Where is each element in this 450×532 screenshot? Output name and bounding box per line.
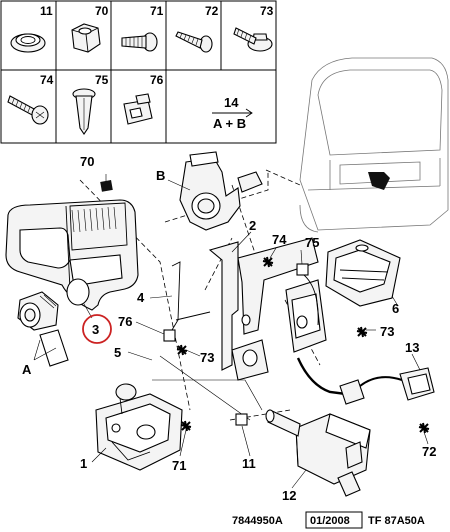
callout-74: 74 (272, 232, 287, 247)
highlight-circle (82, 314, 112, 344)
leader-lines (33, 174, 429, 489)
cell-label-74: 74 (40, 73, 54, 87)
kit-note-number: 14 (224, 95, 239, 110)
cell-label-72: 72 (205, 4, 219, 18)
cell-label-70: 70 (95, 4, 109, 18)
grommet-11-marker (235, 413, 248, 426)
fastener-star-73a (356, 326, 368, 338)
cell-label-75: 75 (95, 73, 109, 87)
footer-date-box (305, 511, 363, 529)
switch-housing (325, 239, 401, 307)
fastener-star-72 (418, 422, 430, 434)
flange-bolt-icon (233, 27, 273, 52)
actuator-motor (265, 409, 371, 497)
cell-label-11: 11 (40, 4, 53, 18)
clip-76-marker (163, 329, 176, 342)
cell-label-71: 71 (150, 4, 164, 18)
fastener-star-71 (180, 420, 192, 432)
cable-clip-icon (123, 93, 153, 125)
callout-72: 72 (422, 444, 436, 459)
callout-12: 12 (282, 488, 296, 503)
callout-13: 13 (405, 340, 419, 355)
callout-A: A (22, 362, 32, 377)
lock-body (95, 383, 183, 471)
callout-4: 4 (137, 290, 145, 305)
latch-location-marker (368, 172, 390, 190)
cell-label-76: 76 (150, 73, 164, 87)
nut-70-marker (100, 180, 113, 192)
fastener-star-74 (262, 256, 274, 268)
connecting-rod (171, 261, 211, 331)
footer-date: 01/2008 (310, 515, 350, 527)
callout-11: 11 (242, 456, 256, 471)
callout-76: 76 (118, 314, 132, 329)
callout-labels: 70 B 2 74 75 4 3 76 73 6 5 73 A 13 1 71 … (22, 154, 436, 503)
clip-75-marker (296, 263, 309, 276)
cell-label-73: 73 (260, 4, 274, 18)
fastener-star-73b (176, 344, 188, 356)
footer-ref: 7844950A (232, 515, 283, 527)
callout-2: 2 (249, 218, 256, 233)
callout-5: 5 (114, 345, 121, 360)
self-tapping-screw-icon (175, 31, 213, 53)
exterior-handle (5, 199, 139, 311)
wiring-harness (296, 357, 435, 405)
footer: 7844950A 01/2008 TF 87A50A (232, 511, 425, 529)
callout-73-left: 73 (200, 350, 214, 365)
callout-B: B (156, 168, 165, 183)
grommet-icon (10, 33, 46, 53)
callout-73-right: 73 (380, 324, 394, 339)
parts-grid: 11 70 71 72 73 74 75 76 (0, 0, 277, 144)
diagram-fasteners (100, 180, 430, 434)
lock-cylinder (17, 291, 69, 367)
footer-code: TF 87A50A (368, 515, 425, 527)
callout-6: 6 (392, 301, 399, 316)
kit-note-formula: A + B (213, 116, 246, 131)
screw-icon (121, 32, 158, 52)
pan-head-screw-icon (7, 95, 49, 125)
push-clip-icon (72, 88, 96, 135)
callout-75: 75 (305, 235, 319, 250)
vehicle-rear-outline (299, 57, 449, 233)
callout-3: 3 (92, 322, 99, 337)
callout-70: 70 (80, 154, 94, 169)
callout-71: 71 (172, 458, 186, 473)
lever-bracket (179, 151, 263, 231)
callout-1: 1 (80, 456, 87, 471)
nut-icon (71, 23, 101, 53)
latch-mechanism (208, 237, 327, 381)
kit-note: 14 A + B (212, 95, 253, 131)
